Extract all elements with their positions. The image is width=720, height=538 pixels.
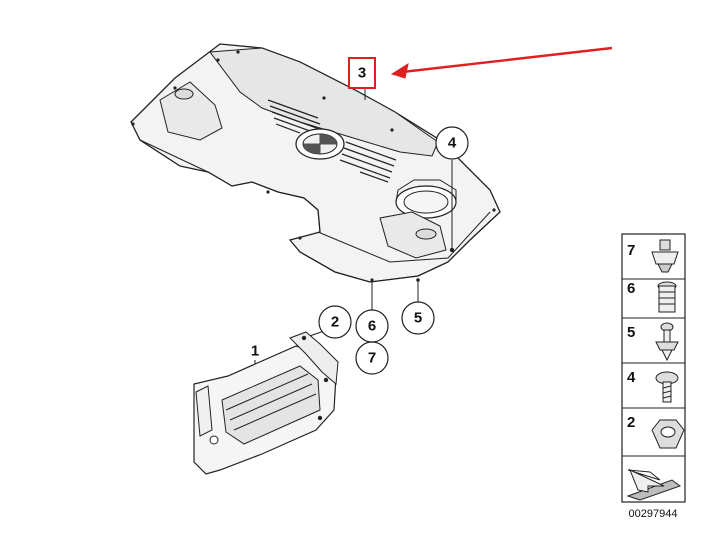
callout-5: 5	[401, 301, 435, 335]
clip-nut-icon	[651, 239, 679, 273]
reference-number: 00297944	[629, 508, 678, 520]
legend-item-7: 7	[627, 239, 679, 273]
svg-text:7: 7	[627, 242, 635, 259]
svg-text:1: 1	[251, 343, 259, 360]
bracket-part[interactable]	[193, 331, 339, 475]
callout-1: 1	[251, 343, 259, 360]
svg-text:4: 4	[627, 369, 636, 386]
screw-icon	[655, 371, 679, 403]
callout-6: 6	[355, 309, 389, 343]
svg-text:5: 5	[627, 324, 635, 341]
svg-text:3: 3	[358, 65, 366, 82]
arrow-wedge-icon	[626, 469, 682, 501]
legend-item-6: 6	[627, 280, 677, 313]
svg-text:6: 6	[627, 280, 635, 297]
svg-text:2: 2	[331, 314, 339, 331]
hex-nut-icon	[651, 419, 685, 449]
expanding-rivet-icon	[657, 281, 677, 313]
legend-item-5: 5	[627, 322, 679, 362]
svg-text:6: 6	[368, 318, 376, 335]
engine-cover-panel[interactable]	[130, 43, 501, 283]
legend-item-2: 2	[627, 414, 685, 449]
callout-2: 2	[318, 305, 352, 339]
svg-text:5: 5	[414, 310, 422, 327]
parts-legend: 7 6 5	[621, 233, 686, 503]
svg-text:4: 4	[448, 135, 457, 152]
svg-text:2: 2	[627, 414, 635, 431]
legend-item-arrow	[626, 469, 682, 501]
highlight-arrow	[390, 46, 613, 79]
callout-3: 3	[348, 57, 376, 89]
push-clip-icon	[655, 322, 679, 362]
legend-item-4: 4	[627, 369, 679, 403]
svg-text:7: 7	[368, 350, 376, 367]
callout-4: 4	[435, 126, 469, 160]
callout-7: 7	[355, 341, 389, 375]
